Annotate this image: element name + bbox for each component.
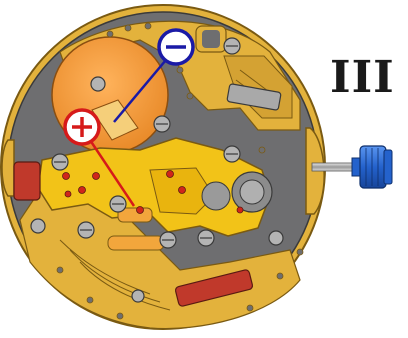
step-label: III <box>330 52 404 103</box>
crown-icon[interactable] <box>352 146 392 188</box>
stem <box>312 163 356 171</box>
